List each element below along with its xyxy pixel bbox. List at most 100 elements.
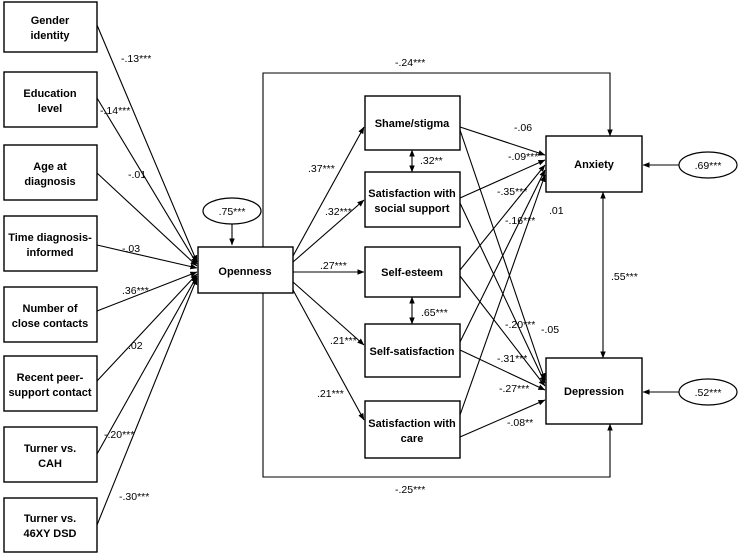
node-label: informed bbox=[26, 247, 73, 259]
edge-care-depression bbox=[459, 399, 546, 438]
edge-openness-selfsat bbox=[292, 281, 365, 346]
node-age-at-diagnosis: Age at diagnosis bbox=[3, 144, 98, 201]
edge-care-anxiety bbox=[459, 174, 546, 416]
edge-age-openness bbox=[96, 172, 198, 267]
coef-shame-depression: -.20*** bbox=[505, 319, 535, 331]
edge-openness-social bbox=[292, 199, 365, 263]
coef-anxiety-depression-cov: .55*** bbox=[611, 271, 638, 283]
edge-dsd-openness bbox=[96, 277, 198, 526]
node-shame-stigma: Shame/stigma bbox=[364, 95, 461, 151]
node-label: Openness bbox=[218, 266, 271, 278]
node-satisfaction-with-care: Satisfaction with care bbox=[364, 400, 461, 459]
edge-openness-depression-direct bbox=[262, 293, 613, 478]
edge-gender-openness bbox=[96, 24, 198, 263]
edge-time-openness bbox=[96, 244, 198, 270]
node-label: Gender bbox=[31, 15, 70, 27]
node-label: Recent peer- bbox=[17, 372, 84, 384]
coef-contacts-openness: .36*** bbox=[122, 285, 149, 297]
coef-openness-shame: .37*** bbox=[308, 163, 335, 175]
node-turner-vs-46xy-dsd: Turner vs. 46XY DSD bbox=[3, 497, 98, 553]
node-self-satisfaction: Self-satisfaction bbox=[364, 323, 461, 378]
coef-selfsat-anxiety: -.16*** bbox=[505, 215, 535, 227]
coefficient-labels: -.13*** -.14*** -.01 -.03 .36*** .02 -.2… bbox=[100, 53, 638, 503]
node-label: Turner vs. bbox=[24, 513, 76, 525]
node-label: care bbox=[401, 433, 424, 445]
coef-openness-selfsat: .21*** bbox=[330, 335, 357, 347]
node-label: close contacts bbox=[12, 318, 88, 330]
coef-social-depression: -.05 bbox=[541, 324, 559, 336]
coef-education-openness: -.14*** bbox=[100, 105, 130, 117]
node-label: level bbox=[38, 103, 62, 115]
node-label: Self-esteem bbox=[381, 267, 443, 279]
node-label: Depression bbox=[564, 386, 624, 398]
node-label: Anxiety bbox=[574, 159, 615, 171]
edge-social-depression bbox=[459, 202, 546, 384]
coef-cah-openness: -.20*** bbox=[104, 429, 134, 441]
node-label: support contact bbox=[8, 387, 91, 399]
residual-openness: .75*** bbox=[202, 197, 262, 225]
node-label: Number of bbox=[23, 303, 78, 315]
coef-shame-social-cov: .32** bbox=[420, 155, 443, 167]
node-education-level: Education level bbox=[3, 71, 98, 128]
node-label: social support bbox=[374, 203, 450, 215]
node-time-diagnosis-informed: Time diagnosis- informed bbox=[3, 215, 98, 272]
edge-education-openness bbox=[96, 97, 198, 265]
node-label: Turner vs. bbox=[24, 443, 76, 455]
coef-care-anxiety: .01 bbox=[549, 205, 564, 217]
edge-shame-depression bbox=[459, 129, 546, 381]
node-label: identity bbox=[30, 30, 70, 42]
node-anxiety: Anxiety bbox=[545, 135, 643, 193]
node-recent-peer-support-contact: Recent peer- support contact bbox=[3, 355, 98, 412]
residual-value: .52*** bbox=[695, 387, 722, 399]
node-label: Satisfaction with bbox=[368, 418, 456, 430]
node-label: CAH bbox=[38, 458, 62, 470]
node-label: 46XY DSD bbox=[24, 528, 77, 540]
edge-esteem-anxiety bbox=[459, 164, 546, 271]
coef-esteem-selfsat-cov: .65*** bbox=[421, 307, 448, 319]
edge-social-anxiety bbox=[459, 159, 546, 199]
node-openness: Openness bbox=[197, 246, 294, 294]
coef-openness-depression-direct: -.25*** bbox=[395, 484, 425, 496]
edge-openness-care bbox=[292, 289, 365, 421]
node-turner-vs-cah: Turner vs. CAH bbox=[3, 426, 98, 483]
edge-esteem-depression bbox=[459, 275, 546, 387]
residual-value: .69*** bbox=[695, 160, 722, 172]
coef-time-openness: -.03 bbox=[122, 243, 140, 255]
coef-shame-anxiety: -.06 bbox=[514, 122, 532, 134]
residual-anxiety: .69*** bbox=[678, 151, 738, 179]
node-self-esteem: Self-esteem bbox=[364, 246, 461, 298]
coef-care-depression: -.08** bbox=[507, 417, 533, 429]
edges bbox=[96, 24, 680, 526]
coef-gender-openness: -.13*** bbox=[121, 53, 151, 65]
node-label: Shame/stigma bbox=[375, 118, 450, 130]
coef-peer-openness: .02 bbox=[128, 340, 143, 352]
node-label: Education bbox=[23, 88, 76, 100]
node-depression: Depression bbox=[545, 357, 643, 425]
node-label: Time diagnosis- bbox=[8, 232, 92, 244]
coef-age-openness: -.01 bbox=[128, 169, 146, 181]
node-label: Satisfaction with bbox=[368, 188, 456, 200]
coef-dsd-openness: -.30*** bbox=[119, 491, 149, 503]
coef-esteem-anxiety: -.35*** bbox=[497, 186, 527, 198]
edge-contacts-openness bbox=[96, 271, 198, 312]
node-number-of-close-contacts: Number of close contacts bbox=[3, 286, 98, 343]
node-gender-identity: Gender identity bbox=[3, 1, 98, 53]
edge-selfsat-depression bbox=[459, 349, 546, 391]
coef-esteem-depression: -.31*** bbox=[497, 353, 527, 365]
coef-openness-care: .21*** bbox=[317, 388, 344, 400]
coef-openness-esteem: .27*** bbox=[320, 260, 347, 272]
residual-value: .75*** bbox=[219, 206, 246, 218]
edge-openness-anxiety-direct bbox=[262, 72, 613, 247]
edge-openness-shame bbox=[292, 126, 365, 257]
nodes: Gender identity Education level Age at d… bbox=[3, 1, 738, 553]
node-label: diagnosis bbox=[24, 176, 75, 188]
coef-selfsat-depression: -.27*** bbox=[499, 383, 529, 395]
edge-peer-openness bbox=[96, 273, 198, 382]
node-satisfaction-social-support: Satisfaction with social support bbox=[364, 171, 461, 228]
coef-social-anxiety: -.09*** bbox=[508, 151, 538, 163]
edge-shame-anxiety bbox=[459, 126, 546, 156]
edge-cah-openness bbox=[96, 275, 198, 455]
node-label: Age at bbox=[33, 161, 67, 173]
coef-openness-social: .32*** bbox=[325, 206, 352, 218]
